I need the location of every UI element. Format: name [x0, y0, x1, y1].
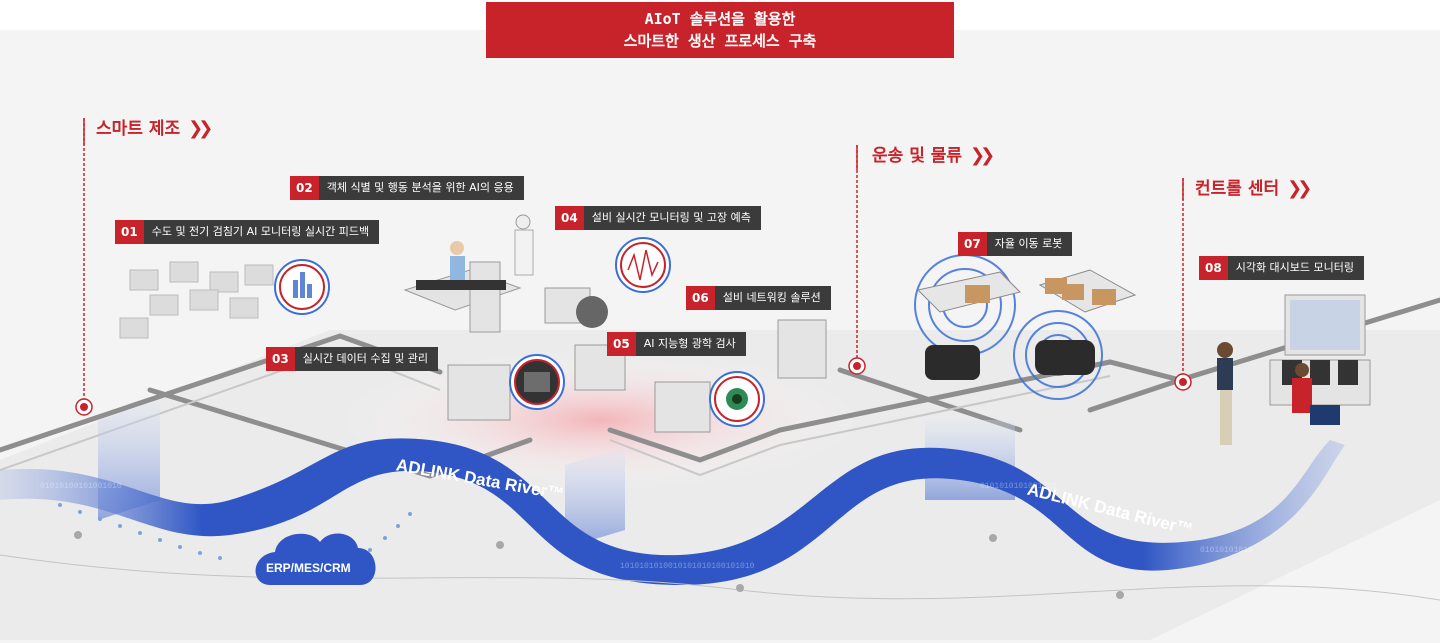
label-text: AI 지능형 광학 검사: [643, 337, 736, 350]
double-chevron-right-icon: ❯❯: [970, 145, 995, 166]
section-transport-logistics: 운송 및 물류 ❯❯: [872, 141, 995, 166]
section-control-center: 컨트롤 센터 ❯❯: [1195, 174, 1312, 199]
label-number: 04: [555, 206, 584, 230]
label-04: 04 설비 실시간 모니터링 및 고장 예측: [555, 206, 761, 230]
title-line-1: AIoT 솔루션을 활용한: [644, 10, 796, 28]
label-text: 수도 및 전기 검침기 AI 모니터링 실시간 피드백: [151, 225, 370, 238]
label-06: 06 설비 네트워킹 솔루션: [686, 286, 831, 310]
cloud-label: ERP/MES/CRM: [266, 561, 351, 575]
label-number: 06: [686, 286, 715, 310]
label-text: 실시간 데이터 수집 및 관리: [302, 352, 429, 365]
label-number: 07: [958, 232, 987, 256]
label-03: 03 실시간 데이터 수집 및 관리: [266, 347, 439, 371]
label-text: 객체 식별 및 행동 분석을 위한 AI의 응용: [326, 181, 514, 194]
section-smart-manufacturing: 스마트 제조 ❯❯: [96, 114, 213, 139]
double-chevron-right-icon: ❯❯: [1287, 178, 1312, 199]
label-02: 02 객체 식별 및 행동 분석을 위한 AI의 응용: [290, 176, 524, 200]
svg-text:1010101010010101010100101010: 1010101010010101010100101010: [620, 562, 755, 571]
label-01: 01 수도 및 전기 검침기 AI 모니터링 실시간 피드백: [115, 220, 380, 244]
label-08: 08 시각화 대시보드 모니터링: [1199, 256, 1365, 280]
title-line-2: 스마트한 생산 프로세스 구축: [623, 32, 817, 50]
label-number: 08: [1199, 256, 1228, 280]
label-number: 03: [266, 347, 295, 371]
label-text: 설비 네트워킹 솔루션: [722, 291, 821, 304]
label-text: 설비 실시간 모니터링 및 고장 예측: [591, 211, 751, 224]
svg-text:01010100101001010: 01010100101001010: [40, 482, 122, 491]
label-05: 05 AI 지능형 광학 검사: [607, 332, 746, 356]
label-07: 07 자율 이동 로봇: [958, 232, 1073, 256]
label-number: 05: [607, 332, 636, 356]
label-text: 자율 이동 로봇: [994, 237, 1063, 250]
double-chevron-right-icon: ❯❯: [188, 118, 213, 139]
page-title: AIoT 솔루션을 활용한 스마트한 생산 프로세스 구축: [486, 2, 954, 58]
section-label: 컨트롤 센터: [1195, 179, 1280, 199]
section-label: 운송 및 물류: [872, 146, 963, 166]
label-number: 01: [115, 220, 144, 244]
svg-text:01010101010: 01010101010: [1200, 546, 1253, 555]
svg-text:0101010101001010: 0101010101001010: [980, 482, 1057, 491]
label-number: 02: [290, 176, 319, 200]
section-label: 스마트 제조: [96, 119, 181, 139]
label-text: 시각화 대시보드 모니터링: [1235, 261, 1355, 274]
